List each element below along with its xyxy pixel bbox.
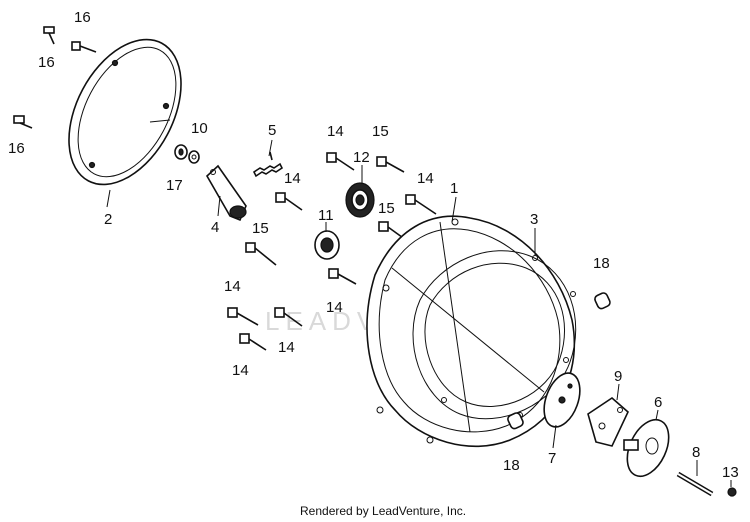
part-7-plate[interactable] xyxy=(537,368,586,432)
part-18-dowel-pin-a[interactable] xyxy=(594,292,612,310)
part-14-bolt-a[interactable] xyxy=(326,152,355,171)
callout-14-b: 14 xyxy=(284,170,301,187)
part-16-screw-c[interactable] xyxy=(13,115,33,129)
callout-14-d: 14 xyxy=(326,299,343,316)
callout-15-c: 15 xyxy=(252,220,269,237)
part-14-bolt-g[interactable] xyxy=(239,333,267,351)
callout-9: 9 xyxy=(614,368,622,385)
part-11-oil-seal[interactable] xyxy=(314,230,340,260)
callout-4: 4 xyxy=(211,219,219,236)
part-12-oil-seal[interactable] xyxy=(345,182,375,218)
part-10-washer[interactable] xyxy=(188,150,200,164)
callout-16-b: 16 xyxy=(38,54,55,71)
callout-13: 13 xyxy=(722,464,739,481)
callout-14-a: 14 xyxy=(327,123,344,140)
part-15-bolt-c[interactable] xyxy=(245,242,277,266)
part-1-crankcase-cover[interactable] xyxy=(366,215,576,448)
callout-labels: 1 2 3 4 5 6 7 8 9 10 11 12 13 14 14 14 1… xyxy=(8,9,739,481)
callout-16-c: 16 xyxy=(8,140,25,157)
callout-5: 5 xyxy=(268,122,276,139)
callout-10: 10 xyxy=(191,120,208,137)
callout-18-a: 18 xyxy=(593,255,610,272)
callout-14-g: 14 xyxy=(232,362,249,379)
callout-16-a: 16 xyxy=(74,9,91,26)
part-16-screw-b[interactable] xyxy=(71,41,97,53)
render-credit: Rendered by LeadVenture, Inc. xyxy=(300,504,466,518)
part-14-bolt-d[interactable] xyxy=(328,268,357,285)
part-16-screw-a[interactable] xyxy=(43,26,55,45)
part-2-cover-plate[interactable] xyxy=(46,21,204,204)
part-14-bolt-f[interactable] xyxy=(274,307,303,327)
callout-18-b: 18 xyxy=(503,457,520,474)
callout-17: 17 xyxy=(166,177,183,194)
callout-15-a: 15 xyxy=(372,123,389,140)
part-17-nut[interactable] xyxy=(174,144,188,160)
callout-12: 12 xyxy=(353,149,370,166)
part-14-bolt-e[interactable] xyxy=(227,307,259,326)
callout-14-e: 14 xyxy=(224,278,241,295)
part-15-bolt-a[interactable] xyxy=(376,156,405,173)
callout-8: 8 xyxy=(692,444,700,461)
part-18-dowel-pin-b[interactable] xyxy=(507,412,525,430)
part-3-gasket[interactable] xyxy=(412,250,577,420)
part-14-bolt-b[interactable] xyxy=(275,192,303,211)
callout-14-f: 14 xyxy=(278,339,295,356)
callout-2: 2 xyxy=(104,211,112,228)
callout-1: 1 xyxy=(450,180,458,197)
callout-14-c: 14 xyxy=(417,170,434,187)
part-14-bolt-c[interactable] xyxy=(405,194,437,215)
leader-lines xyxy=(106,139,732,487)
part-4-lever[interactable] xyxy=(205,164,247,222)
part-8-stud[interactable] xyxy=(676,471,714,497)
callout-6: 6 xyxy=(654,394,662,411)
part-5-spring[interactable] xyxy=(252,151,284,178)
callout-7: 7 xyxy=(548,450,556,467)
callout-15-b: 15 xyxy=(378,200,395,217)
callout-11: 11 xyxy=(318,207,334,224)
part-9-bracket[interactable] xyxy=(587,396,629,447)
part-13-nut[interactable] xyxy=(727,487,737,497)
part-6-cap[interactable] xyxy=(619,413,677,483)
callout-3: 3 xyxy=(530,211,538,228)
